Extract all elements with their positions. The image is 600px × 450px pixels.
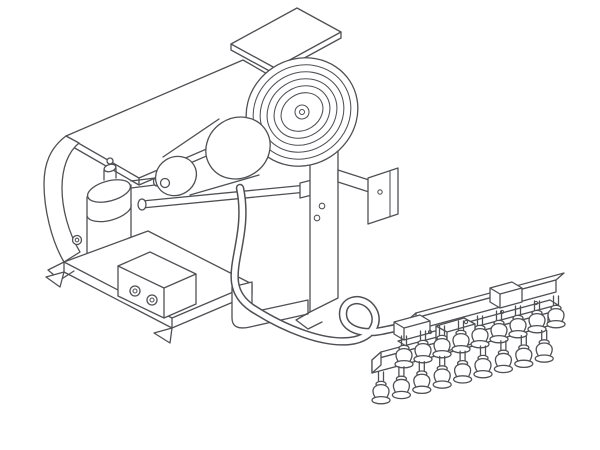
pump-body-lines (162, 118, 260, 196)
port-knob-left (129, 285, 141, 297)
rail-bolt-2 (463, 319, 469, 325)
base-feet (45, 271, 173, 344)
mounting-plate-face (309, 143, 339, 313)
gripper-bar (371, 272, 566, 405)
tank-fitting-knob (106, 157, 114, 165)
clamp-bracket (337, 167, 399, 225)
tie-rod-lines (141, 184, 308, 209)
motor-hub-ring (294, 104, 310, 120)
clamp-bolt (377, 189, 383, 195)
mounting-plate (295, 143, 339, 330)
motor-shaft-center (298, 108, 306, 116)
pump-rear-face (205, 116, 271, 180)
motor-fin-6 (280, 92, 324, 132)
air-hose (230, 183, 405, 346)
hose-core (231, 185, 403, 345)
port-knob-right-center (149, 297, 155, 303)
left-bracket-knob (71, 234, 83, 246)
left-bracket-knob-center (74, 237, 80, 243)
tank-body (86, 184, 132, 264)
tank-fitting-lines (103, 167, 156, 189)
right-block (489, 281, 523, 309)
drawing (43, 7, 566, 405)
mounting-plate-hole-top (318, 202, 326, 210)
pump-cylinder (154, 116, 271, 197)
tank-fitting-cap (103, 163, 117, 173)
mounting-plate-hole-bottom (313, 214, 321, 222)
control-box (117, 251, 197, 319)
pump-shaft-nub (159, 177, 171, 189)
clamp-flag-plate (367, 167, 399, 225)
tie-rod-end (137, 198, 147, 211)
mounting-plate-foot (295, 311, 323, 330)
front-rail-end (371, 351, 382, 374)
motor-fin-4 (266, 78, 338, 146)
left-bracket-plate (43, 135, 81, 263)
tie-rod (137, 179, 313, 211)
motor-fin-5 (273, 85, 331, 139)
port-knob-right (146, 294, 158, 306)
control-box-edges (117, 265, 197, 319)
tank-top-cap (86, 179, 132, 203)
rail-bolt-1 (427, 329, 433, 335)
port-knob-left-center (132, 288, 138, 294)
